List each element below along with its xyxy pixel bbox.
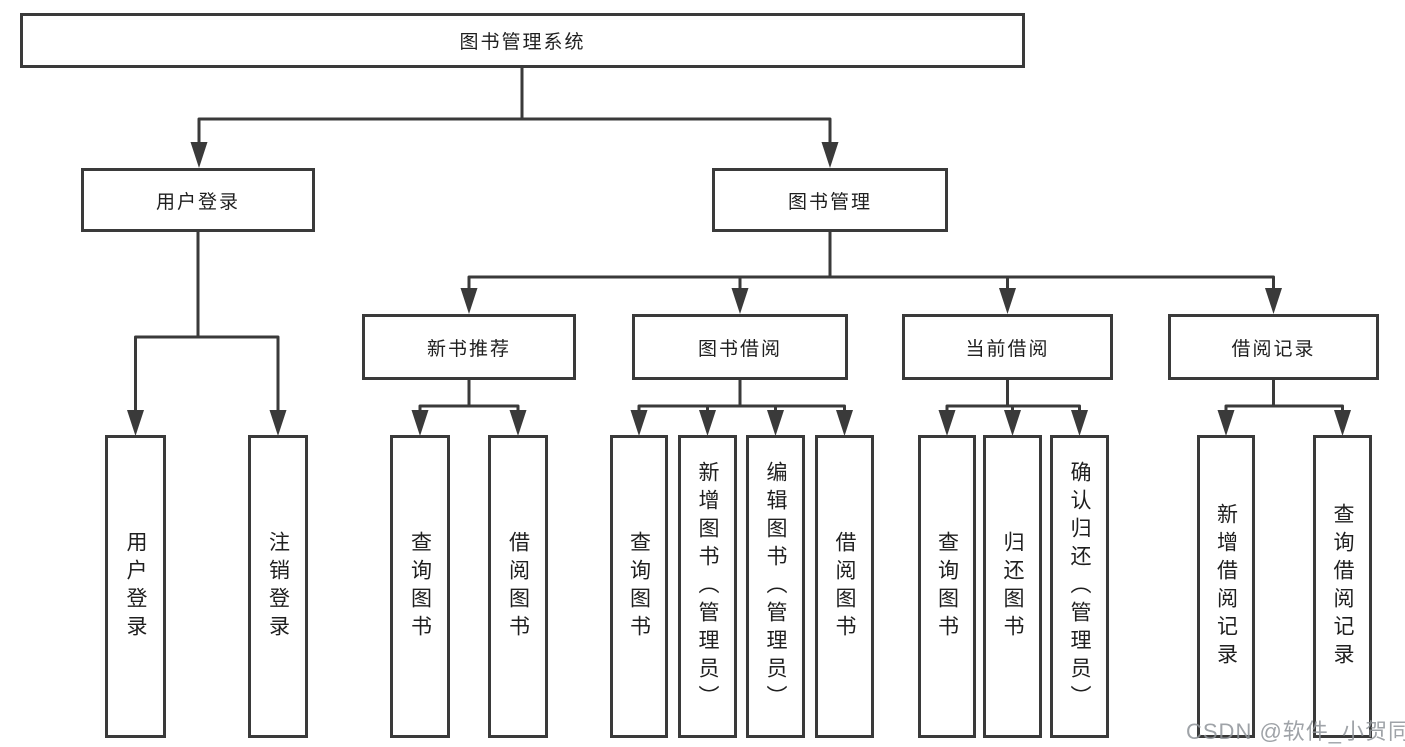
leaf-query-borrow-record: 查询借阅记录	[1313, 435, 1372, 738]
node-current-borrowing: 当前借阅	[902, 314, 1113, 380]
leaf-label: 查询图书	[627, 530, 651, 643]
leaf-confirm-return-admin: 确认归还（管理员）	[1050, 435, 1109, 738]
connector-user-login-children	[127, 230, 287, 436]
leaf-borrow-books-recommend: 借阅图书	[488, 435, 548, 738]
leaf-label: 编辑图书（管理员）	[764, 460, 787, 713]
node-new-book-recommendation: 新书推荐	[362, 314, 576, 380]
leaf-query-books-borrowing: 查询图书	[610, 435, 668, 738]
connector-book-mgmt-children	[460, 230, 1282, 314]
leaf-query-books-current: 查询图书	[918, 435, 976, 738]
leaf-label: 注销登录	[266, 530, 290, 643]
leaf-return-books: 归还图书	[983, 435, 1042, 738]
node-book-management: 图书管理	[712, 168, 948, 232]
connector-new-book-children	[411, 378, 527, 436]
leaf-label: 用户登录	[124, 530, 147, 643]
node-library-system: 图书管理系统	[20, 13, 1025, 68]
leaf-label: 新增图书（管理员）	[696, 460, 719, 713]
leaf-query-books-recommend: 查询图书	[390, 435, 450, 738]
leaf-label: 查询图书	[935, 530, 959, 643]
leaf-label: 确认归还（管理员）	[1068, 460, 1091, 713]
leaf-label: 新增借阅记录	[1214, 502, 1238, 671]
leaf-label: 归还图书	[1001, 530, 1024, 643]
connector-borrowing-children	[630, 378, 853, 436]
leaf-edit-books-admin: 编辑图书（管理员）	[746, 435, 805, 738]
connector-records-children	[1217, 378, 1351, 436]
leaf-label: 借阅图书	[506, 530, 530, 643]
leaf-user-login: 用户登录	[105, 435, 166, 738]
leaf-add-borrow-record: 新增借阅记录	[1197, 435, 1255, 738]
node-borrow-records: 借阅记录	[1168, 314, 1379, 380]
leaf-add-books-admin: 新增图书（管理员）	[678, 435, 737, 738]
leaf-label: 借阅图书	[833, 530, 856, 643]
leaf-label: 查询借阅记录	[1331, 502, 1354, 671]
leaf-label: 查询图书	[408, 530, 432, 643]
node-user-login: 用户登录	[81, 168, 315, 232]
node-book-borrowing: 图书借阅	[632, 314, 848, 380]
leaf-logout: 注销登录	[248, 435, 308, 738]
csdn-watermark: CSDN @软件_小贺同学	[1186, 719, 1405, 744]
connector-root-to-level2	[190, 66, 839, 168]
connector-current-children	[938, 378, 1088, 436]
leaf-borrow-books-borrowing: 借阅图书	[815, 435, 874, 738]
